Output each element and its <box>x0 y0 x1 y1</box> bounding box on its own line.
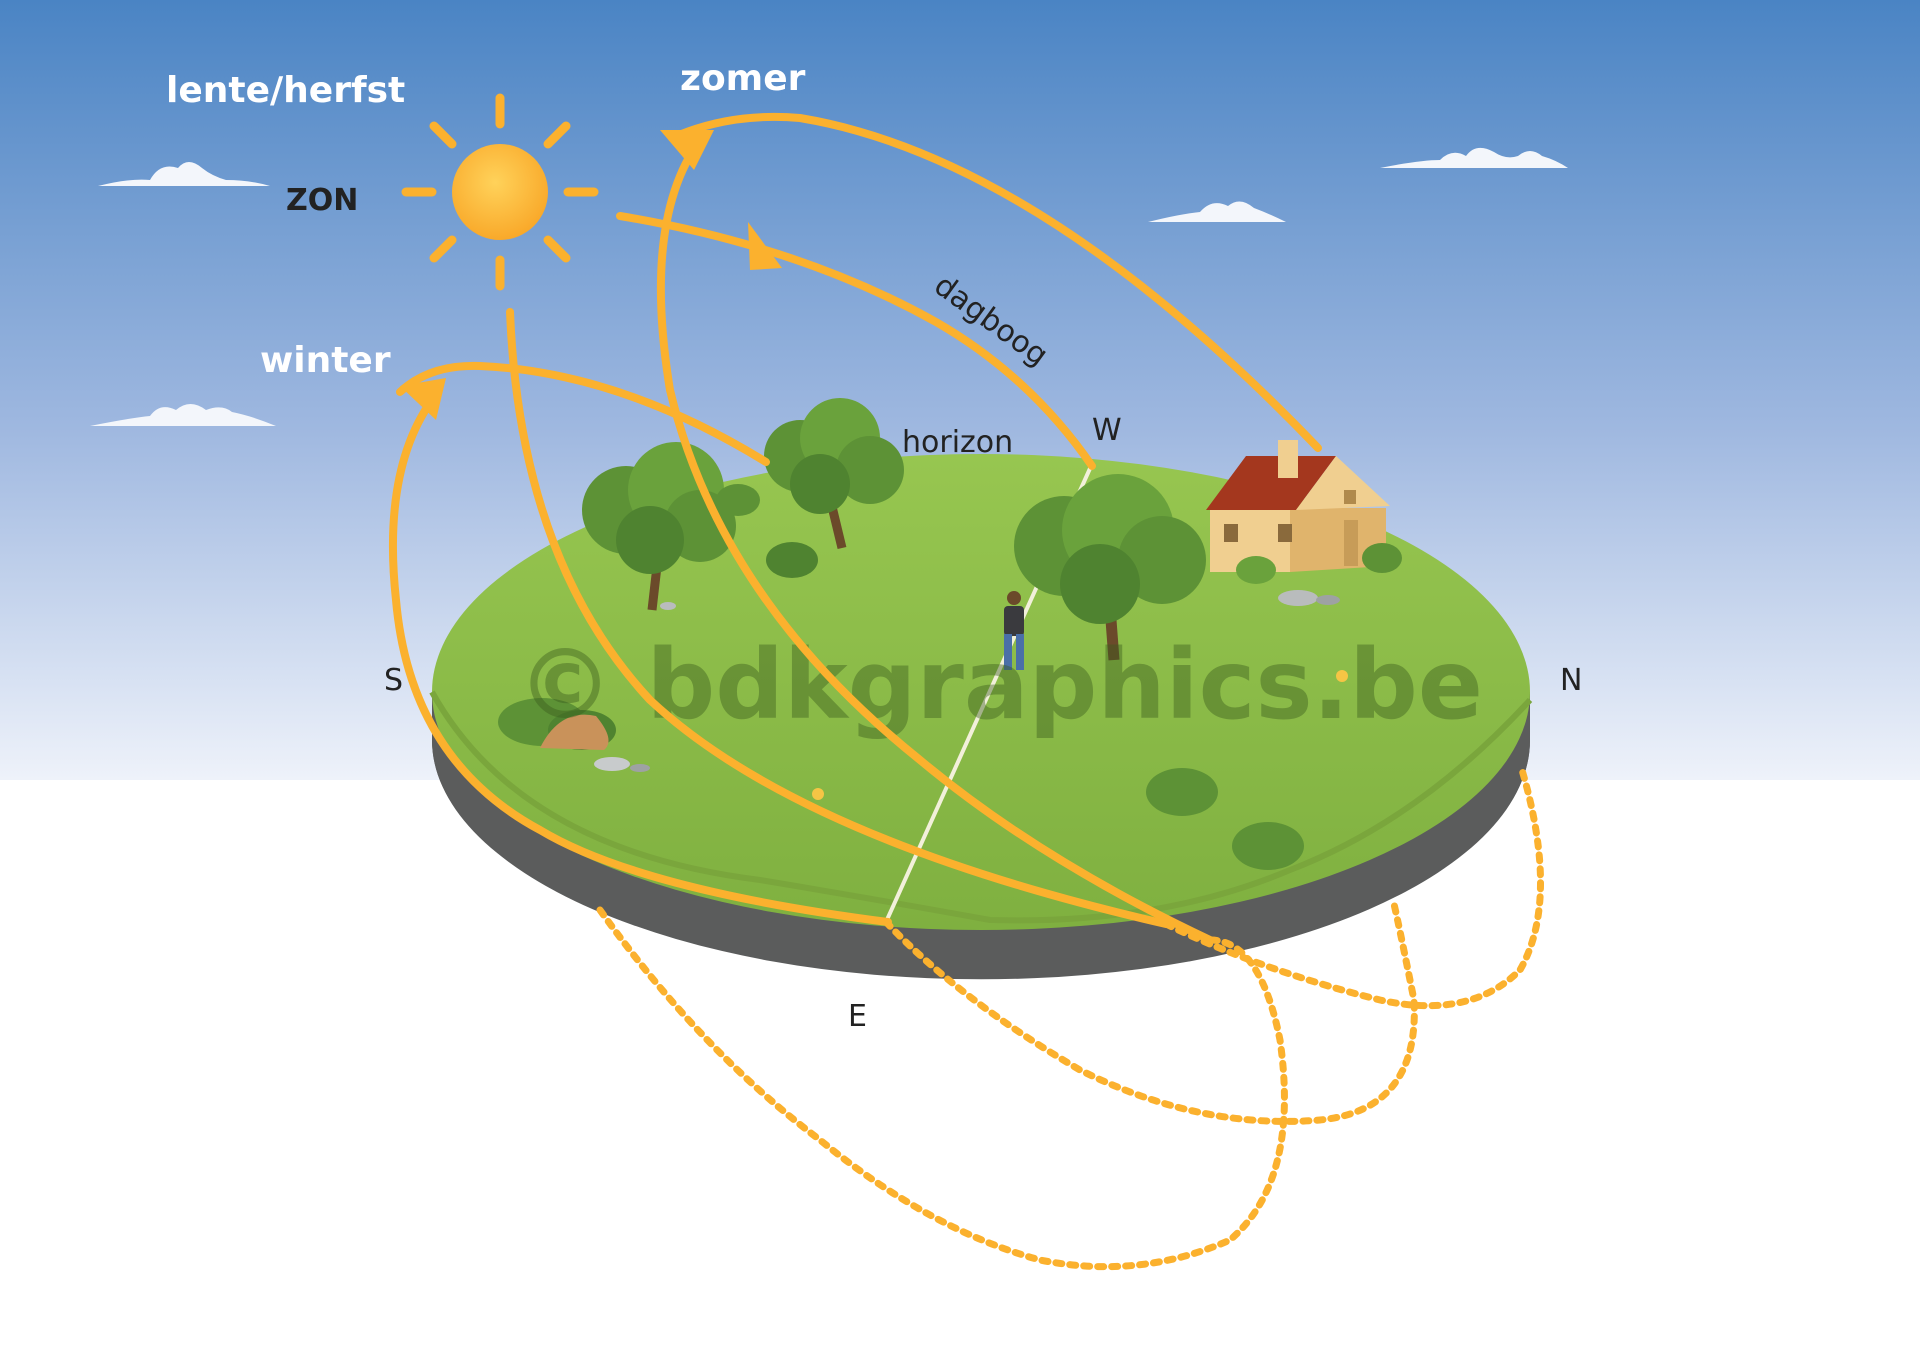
label-sun: ZON <box>286 183 358 218</box>
watermark: © bdkgraphics.be <box>517 629 1483 741</box>
rock-icon <box>660 602 676 610</box>
bush-icon <box>1146 768 1218 816</box>
bush-icon <box>1362 543 1402 573</box>
bush-icon <box>766 542 818 578</box>
label-summer: zomer <box>680 58 806 99</box>
sun-icon <box>406 98 594 286</box>
bush-icon <box>1232 822 1304 870</box>
label-horizon: horizon <box>902 425 1013 460</box>
label-north: N <box>1560 663 1582 698</box>
label-west: W <box>1092 413 1122 448</box>
label-east: E <box>848 999 867 1034</box>
label-winter: winter <box>260 340 391 381</box>
label-spring-autumn: lente/herfst <box>166 70 405 111</box>
flower-icon <box>812 788 824 800</box>
bush-icon <box>1236 556 1276 584</box>
bush-icon <box>716 484 760 516</box>
label-south: S <box>384 663 403 698</box>
